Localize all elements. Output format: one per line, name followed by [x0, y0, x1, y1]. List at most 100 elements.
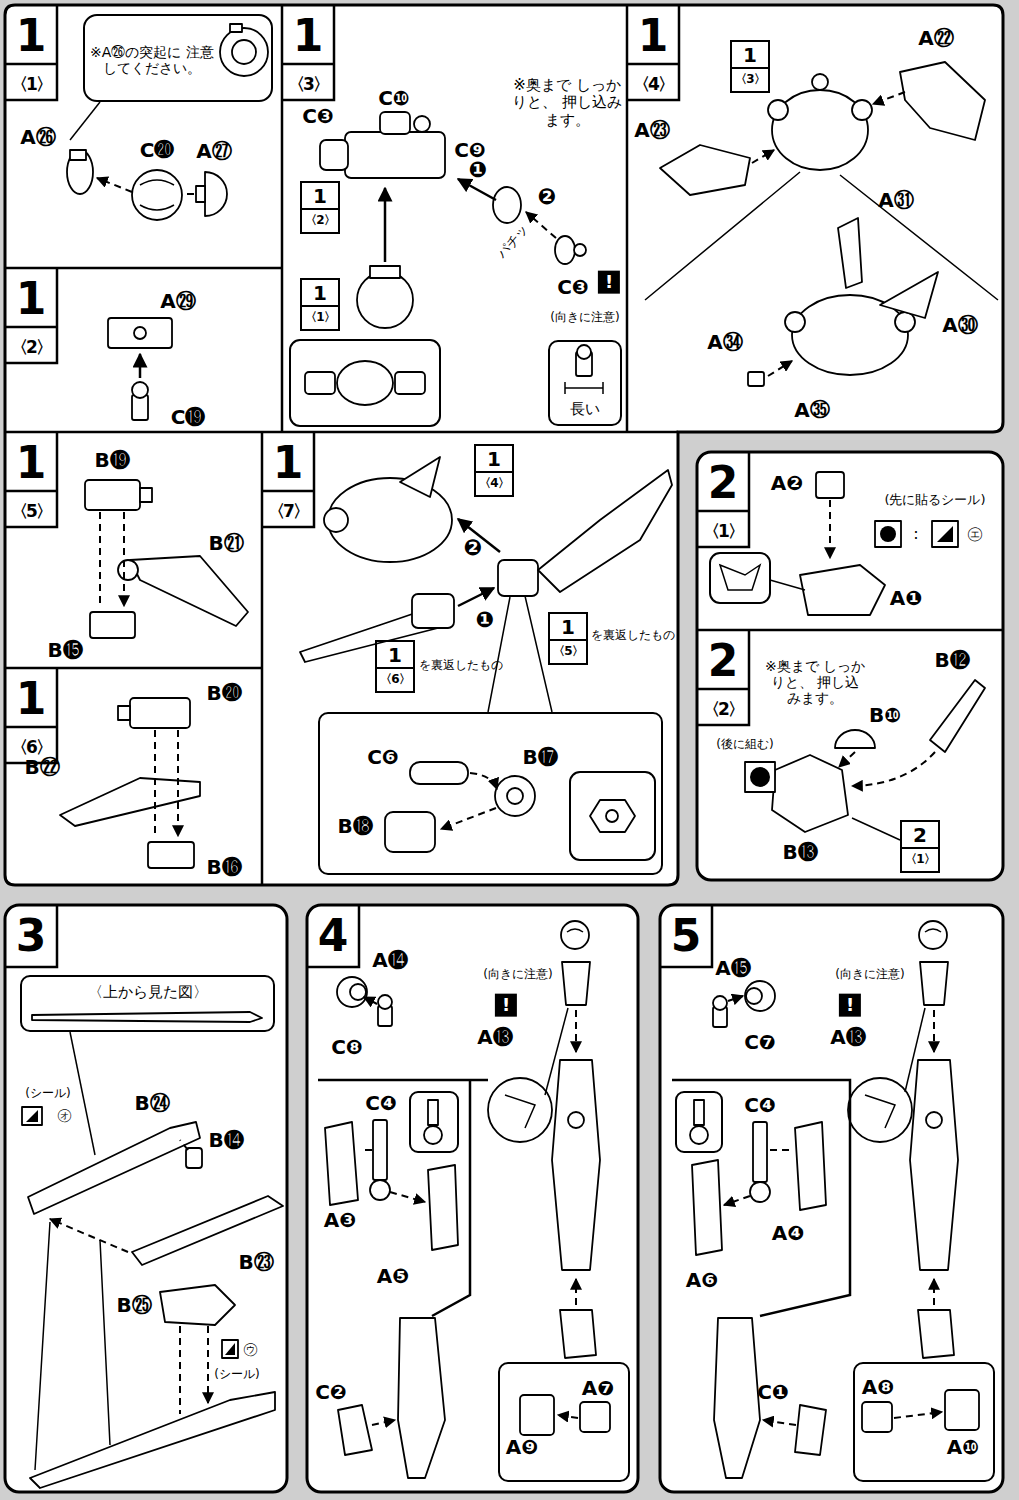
fit-arrow: [139, 354, 142, 378]
part-label: A❶: [890, 587, 922, 610]
panel-outline: [307, 905, 638, 1492]
note-text: ㋓: [967, 525, 983, 543]
inset-label: B⓱: [522, 746, 557, 769]
step-number: 4: [318, 911, 349, 962]
part-label: B⓴: [206, 682, 241, 705]
part-label: B⓯: [47, 639, 82, 662]
part-label: B㉑: [208, 532, 243, 555]
part-outline: [132, 382, 148, 398]
part-label: A㉛: [878, 189, 913, 212]
part-outline: [378, 995, 392, 1009]
step-panel: 1〈3〉1〈2〉1〈1〉長い: [282, 5, 627, 432]
panel-divider: [672, 1080, 850, 1316]
step-reference-box: 1〈1〉: [300, 278, 340, 331]
sticker-mark: [26, 1110, 38, 1122]
assembly-arrow: [873, 92, 905, 104]
part-outline: [852, 100, 872, 120]
assembly-guide: [180, 1140, 188, 1150]
part-outline: [748, 372, 764, 386]
substep-number: 〈3〉: [288, 75, 328, 95]
part-outline: [795, 1405, 826, 1455]
part-label: C❽: [331, 1036, 363, 1059]
leader-line: [865, 1095, 895, 1128]
reference-substep-number: 〈3〉: [735, 73, 764, 87]
part-label: A❸: [324, 1209, 356, 1232]
inset-frame: [290, 340, 440, 426]
part-label: B⓭: [782, 841, 817, 864]
part-label: ❷: [538, 184, 557, 209]
part-label: C❹: [744, 1094, 776, 1117]
detail-inset: 〈上から見た図〉: [20, 975, 275, 1032]
inset-label: 長い: [570, 401, 600, 418]
note-text: (シール): [214, 1368, 259, 1382]
step-number: 1: [16, 274, 47, 325]
leader-line: [565, 382, 603, 394]
leader-line: [140, 180, 174, 210]
assembly-arrow: [933, 1010, 935, 1052]
part-outline: [414, 116, 430, 132]
part-label: B❿: [869, 704, 901, 727]
part-outline: [562, 962, 590, 1005]
step-panel: 5A❽A❿: [660, 905, 1003, 1492]
part-outline: [90, 612, 135, 638]
part-outline: [926, 1112, 942, 1128]
leader-line: [645, 172, 998, 300]
detail-inset: A❽A❿: [853, 1362, 995, 1482]
panel-outline: [5, 5, 1003, 885]
reference-step-number: 1: [388, 644, 402, 667]
part-label: A㉙: [160, 290, 195, 313]
part-label: A❷: [771, 472, 803, 495]
part-label: A⓮: [372, 949, 407, 972]
part-outline: [428, 1100, 438, 1125]
inset-frame: [410, 1092, 458, 1152]
step-panel: 2 〈1〉: [697, 452, 1003, 630]
step-number: 2: [708, 636, 739, 687]
part-outline: [428, 1165, 458, 1250]
step-number: 3: [16, 911, 47, 962]
assembly-arrow: [763, 1420, 796, 1425]
part-outline: [745, 981, 775, 1011]
assembly-arrow: [829, 500, 831, 558]
part-label: A㉖: [20, 126, 55, 149]
step-number: 1: [638, 11, 669, 62]
leader-line: [35, 1222, 110, 1470]
part-outline: [538, 470, 672, 592]
part-outline: [590, 800, 635, 832]
note-text: (向きに注意): [550, 311, 619, 325]
note-text: (向きに注意): [483, 968, 552, 982]
part-outline: [795, 1122, 826, 1210]
step-panel: 1〈2〉: [5, 268, 282, 432]
part-outline: [424, 1126, 442, 1144]
part-outline: [800, 565, 885, 615]
reference-substep-number: 〈6〉: [380, 673, 409, 687]
reference-step-number: 1: [313, 282, 327, 305]
part-label: A⓭: [830, 1026, 865, 1049]
part-outline: [552, 1060, 600, 1270]
part-outline: [606, 810, 618, 822]
step-number: 1: [273, 438, 304, 489]
part-outline: [337, 977, 367, 1007]
step-number: 2: [708, 458, 739, 509]
part-outline: [108, 318, 172, 348]
reference-step-number: 1: [313, 185, 327, 208]
part-outline: [230, 24, 242, 32]
note-text: (先に貼るシール): [884, 493, 985, 508]
substep-number: 〈1〉: [11, 75, 51, 95]
substep-number: 〈1〉: [703, 522, 743, 542]
part-outline: [920, 962, 948, 1005]
leader-line: [567, 929, 583, 932]
part-outline: [118, 706, 130, 720]
part-outline: [753, 1122, 767, 1182]
inset-frame: [676, 1092, 722, 1152]
panel-outline: [697, 452, 1003, 880]
part-outline: [350, 984, 366, 1000]
part-label: ❷: [464, 535, 483, 560]
assembly-arrow: [372, 1420, 395, 1425]
part-label: C❸: [557, 276, 589, 299]
part-outline: [132, 170, 182, 220]
part-label: B⓬: [934, 649, 969, 672]
step-number: 1: [16, 11, 47, 62]
assembly-arrow: [768, 361, 792, 376]
reference-step-number: 2: [913, 824, 927, 847]
